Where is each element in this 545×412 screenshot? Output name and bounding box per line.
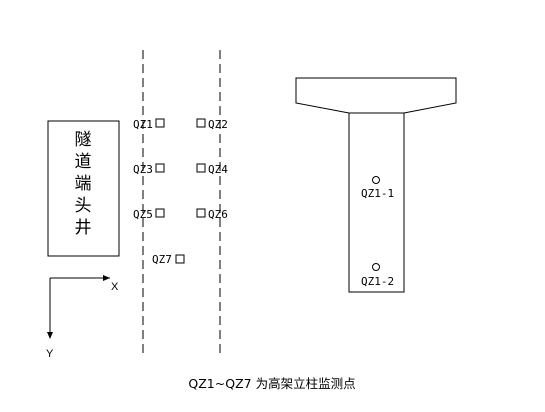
monitoring-points: QZ1 QZ2 QZ3 QZ4 QZ5 QZ6 QZ7: [133, 118, 228, 266]
point-label-qz6: QZ6: [208, 208, 228, 221]
point-label-qz3: QZ3: [133, 163, 153, 176]
point-label-qz4: QZ4: [208, 163, 228, 176]
tunnel-well-char-1: 隧: [75, 130, 92, 150]
point-marker-qz1-2: [372, 263, 380, 271]
point-marker-qz1: [155, 118, 165, 128]
tunnel-well-char-3: 端: [75, 174, 92, 194]
point-marker-qz4: [196, 163, 206, 173]
y-axis-label: Y: [46, 348, 54, 360]
point-marker-qz1-1: [372, 176, 380, 184]
point-label-qz7: QZ7: [152, 253, 172, 266]
point-label-qz1: QZ1: [133, 118, 153, 131]
point-label-qz2: QZ2: [208, 118, 228, 131]
point-marker-qz2: [196, 118, 206, 128]
x-axis-arrow: [103, 275, 110, 281]
point-marker-qz5: [155, 208, 165, 218]
point-marker-qz3: [155, 163, 165, 173]
tunnel-well: 隧 道 端 头 井: [47, 120, 120, 257]
point-label-qz1-1: QZ1-1: [361, 187, 394, 200]
point-marker-qz6: [196, 208, 206, 218]
x-axis-label: X: [111, 281, 119, 293]
y-axis-arrow: [47, 332, 53, 339]
tunnel-well-char-5: 井: [75, 218, 92, 238]
column-section: QZ1-1 QZ1-2: [295, 77, 457, 293]
tunnel-well-char-4: 头: [75, 196, 92, 216]
point-label-qz1-2: QZ1-2: [361, 275, 394, 288]
column-cap-outline: [295, 77, 457, 114]
tunnel-well-box: [47, 120, 120, 257]
point-label-qz5: QZ5: [133, 208, 153, 221]
tunnel-well-char-2: 道: [75, 152, 92, 172]
point-marker-qz7: [175, 254, 185, 264]
coordinate-axes: X Y: [46, 275, 119, 360]
figure-caption: QZ1~QZ7 为高架立柱监测点: [188, 376, 355, 391]
column-body-outline: [348, 112, 405, 293]
